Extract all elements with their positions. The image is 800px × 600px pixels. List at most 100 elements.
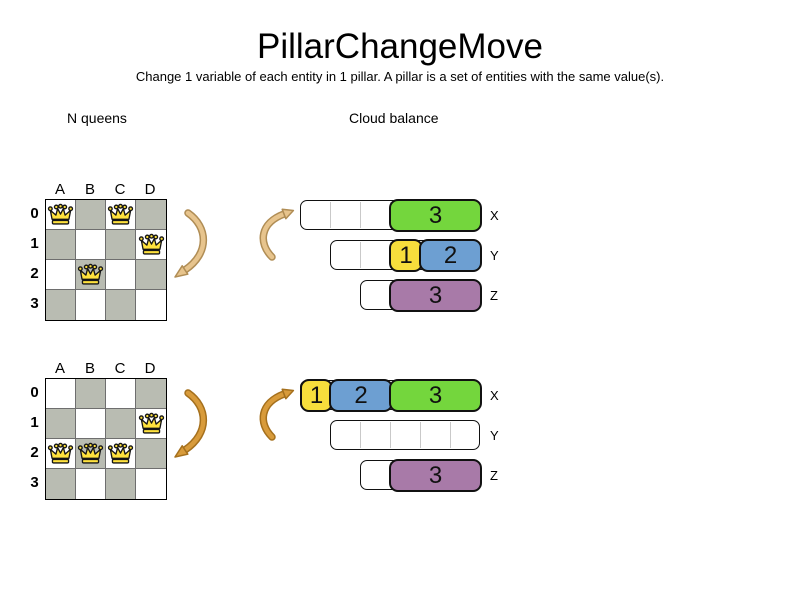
computer-label-X: X — [490, 388, 499, 403]
queen-icon — [77, 442, 104, 464]
board-cell-C1 — [106, 409, 136, 439]
board-cell-A0 — [46, 379, 76, 409]
board-column-labels: A B C D — [45, 181, 165, 198]
column-label-B: B — [84, 181, 95, 198]
column-label-D: D — [144, 181, 156, 198]
board-cell-A2 — [46, 439, 76, 469]
column-label-B: B — [84, 360, 95, 377]
board-cell-A2 — [46, 260, 76, 290]
process-block-3: 3 — [389, 379, 482, 412]
board-cell-A3 — [46, 469, 76, 499]
board-cell-B2 — [76, 439, 106, 469]
board-cell-D3 — [136, 290, 166, 320]
row-label-1: 1 — [30, 414, 39, 431]
board-cell-B1 — [76, 409, 106, 439]
board-cell-C0 — [106, 200, 136, 230]
board-move-arrow-bottom — [174, 389, 207, 458]
slot-divider — [390, 422, 391, 448]
queen-icon — [47, 203, 74, 225]
board-cell-B0 — [76, 379, 106, 409]
board-cell-B3 — [76, 469, 106, 499]
board-cell-C2 — [106, 439, 136, 469]
slot-divider — [360, 422, 361, 448]
cloud-move-arrow-bottom — [259, 388, 295, 441]
row-label-3: 3 — [30, 295, 39, 312]
computer-label-Y: Y — [490, 248, 499, 263]
row-label-0: 0 — [30, 384, 39, 401]
nqueens-section-label: N queens — [67, 110, 127, 126]
computer-label-X: X — [490, 208, 499, 223]
process-block-3: 3 — [389, 459, 482, 492]
board-cell-D2 — [136, 439, 166, 469]
computer-label-Z: Z — [490, 288, 498, 303]
computer-bar-after-Y — [330, 420, 480, 450]
slot-divider — [330, 202, 331, 228]
board-cell-B1 — [76, 230, 106, 260]
row-label-2: 2 — [30, 444, 39, 461]
board-cell-D1 — [136, 230, 166, 260]
board-cell-C3 — [106, 290, 136, 320]
board-column-labels: A B C D — [45, 360, 165, 377]
board-cell-D1 — [136, 409, 166, 439]
row-label-2: 2 — [30, 265, 39, 282]
board-cell-D0 — [136, 379, 166, 409]
process-block-2: 2 — [419, 239, 482, 272]
slot-divider — [360, 242, 361, 268]
row-label-0: 0 — [30, 205, 39, 222]
board-cell-A1 — [46, 230, 76, 260]
row-label-3: 3 — [30, 474, 39, 491]
column-label-C: C — [114, 360, 126, 377]
process-block-3: 3 — [389, 279, 482, 312]
queen-icon — [107, 203, 134, 225]
column-label-D: D — [144, 360, 156, 377]
board-cell-C0 — [106, 379, 136, 409]
board-row-labels: 0 1 2 3 — [26, 378, 43, 498]
slot-divider — [420, 422, 421, 448]
row-label-1: 1 — [30, 235, 39, 252]
board-cell-D3 — [136, 469, 166, 499]
queen-icon — [47, 442, 74, 464]
board-cell-D0 — [136, 200, 166, 230]
board-cell-A3 — [46, 290, 76, 320]
board-cell-D2 — [136, 260, 166, 290]
process-block-1: 1 — [300, 379, 333, 412]
queen-icon — [77, 263, 104, 285]
board-move-arrow-top — [174, 209, 207, 278]
computer-label-Z: Z — [490, 468, 498, 483]
column-label-A: A — [54, 360, 65, 377]
computer-label-Y: Y — [490, 428, 499, 443]
board-cell-C3 — [106, 469, 136, 499]
page-title: PillarChangeMove — [257, 27, 543, 66]
computer-bar-before-Z: 3 — [360, 279, 482, 312]
queen-icon — [138, 233, 164, 255]
board-row-labels: 0 1 2 3 — [26, 199, 43, 319]
board-cell-A1 — [46, 409, 76, 439]
computer-bar-before-X: 3 — [300, 199, 482, 232]
queen-icon — [138, 412, 164, 434]
cloud-balance-section-label: Cloud balance — [349, 110, 439, 126]
board-cell-A0 — [46, 200, 76, 230]
process-block-2: 2 — [329, 379, 393, 412]
board-grid — [45, 378, 167, 500]
queen-icon — [107, 442, 134, 464]
nqueens-board-after: A B C D 0 1 2 3 — [30, 360, 167, 500]
board-cell-C1 — [106, 230, 136, 260]
computer-bar-after-Z: 3 — [360, 459, 482, 492]
column-label-A: A — [54, 181, 65, 198]
column-label-C: C — [114, 181, 126, 198]
cloud-move-arrow-top — [259, 208, 295, 261]
nqueens-board-before: A B C D 0 1 2 3 — [30, 181, 167, 321]
page-subtitle: Change 1 variable of each entity in 1 pi… — [135, 69, 665, 84]
board-cell-B2 — [76, 260, 106, 290]
slot-divider — [450, 422, 451, 448]
board-cell-B0 — [76, 200, 106, 230]
board-grid — [45, 199, 167, 321]
slot-divider — [360, 202, 361, 228]
process-block-3: 3 — [389, 199, 482, 232]
board-cell-C2 — [106, 260, 136, 290]
